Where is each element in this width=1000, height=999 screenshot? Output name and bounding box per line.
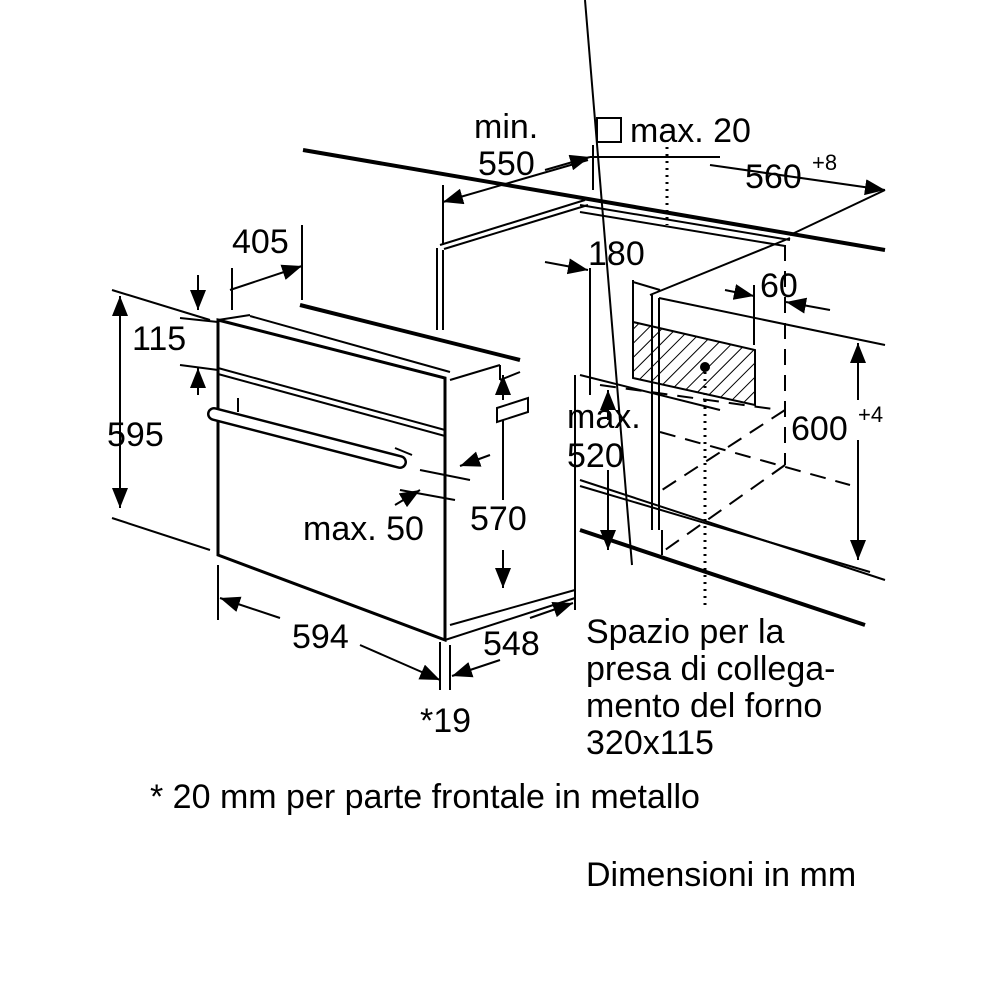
dim-560-tolerance: +8 <box>812 150 837 175</box>
dim-548: 548 <box>483 625 540 663</box>
cabinet <box>302 0 886 627</box>
dim-595: 595 <box>107 416 164 454</box>
dim-405: 405 <box>232 223 289 261</box>
socket-note-line: Spazio per la <box>586 613 785 651</box>
dim-max-20: max. 20 <box>630 112 751 150</box>
dim-60: 60 <box>760 267 798 305</box>
dim-max-label: max. <box>567 398 641 436</box>
socket-note-line: 320x115 <box>586 724 714 762</box>
socket-area-hatch <box>632 320 756 407</box>
dim-min-label: min. <box>474 108 538 146</box>
units-note: Dimensioni in mm <box>586 856 856 894</box>
dim-max-50: max. 50 <box>303 510 424 548</box>
oven <box>207 303 576 643</box>
socket-point <box>700 362 710 372</box>
dimension-lines <box>111 145 886 690</box>
dim-600-tolerance: +4 <box>858 402 883 427</box>
niche-outline <box>599 245 851 551</box>
dim-594: 594 <box>292 618 349 656</box>
dim-570: 570 <box>470 500 527 538</box>
dim-19: *19 <box>420 702 471 740</box>
socket-note-line: presa di collega- <box>586 650 835 688</box>
dim-115: 115 <box>132 320 186 358</box>
socket-note-line: mento del forno <box>586 687 822 725</box>
footnote: * 20 mm per parte frontale in metallo <box>150 778 700 816</box>
square-icon <box>596 117 622 143</box>
dim-600: 600 <box>791 410 848 448</box>
socket-note: Spazio per la presa di collega- mento de… <box>586 613 835 762</box>
dim-180: 180 <box>588 235 645 273</box>
dim-550: 550 <box>478 145 535 183</box>
dim-560: 560 <box>745 158 802 196</box>
dim-520: 520 <box>567 437 624 475</box>
